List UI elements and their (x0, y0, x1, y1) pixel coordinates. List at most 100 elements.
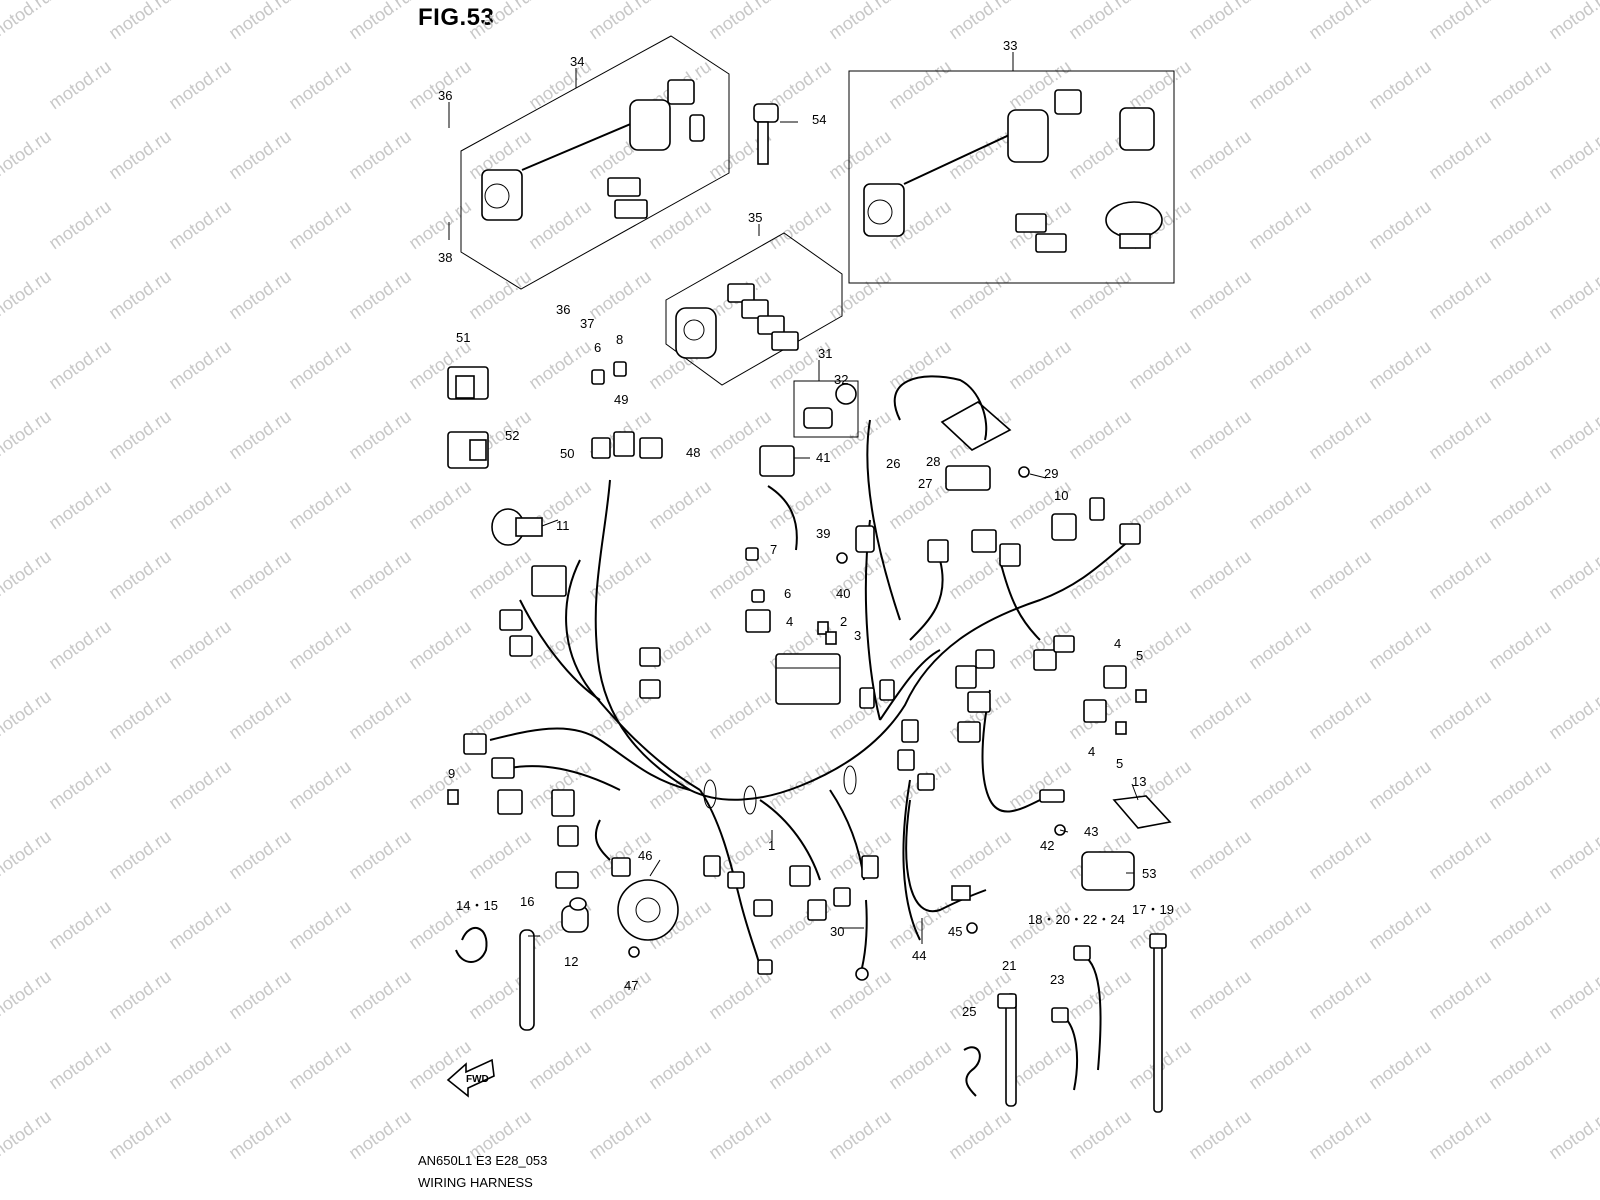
watermark-text: motod.ru (165, 616, 235, 673)
watermark-text: motod.ru (1485, 1036, 1555, 1093)
watermark-text: motod.ru (1125, 56, 1195, 113)
callout-39: 39 (816, 526, 830, 541)
callout-4: 4 (1114, 636, 1121, 651)
watermark-text: motod.ru (1245, 896, 1315, 953)
watermark-text: motod.ru (1185, 826, 1255, 883)
callout-10: 10 (1054, 488, 1068, 503)
watermark-text: motod.ru (0, 406, 55, 463)
watermark-text: motod.ru (1365, 336, 1435, 393)
watermark-text: motod.ru (225, 406, 295, 463)
watermark-text: motod.ru (1425, 406, 1495, 463)
watermark-text: motod.ru (105, 686, 175, 743)
watermark-text: motod.ru (1545, 126, 1600, 183)
watermark-text: motod.ru (1545, 0, 1600, 43)
watermark-text: motod.ru (1485, 616, 1555, 673)
watermark-text: motod.ru (525, 616, 595, 673)
callout-6: 6 (594, 340, 601, 355)
watermark-text: motod.ru (1305, 966, 1375, 1023)
watermark-text: motod.ru (1365, 56, 1435, 113)
watermark-text: motod.ru (1125, 616, 1195, 673)
callout-50: 50 (560, 446, 574, 461)
watermark-text: motod.ru (1365, 896, 1435, 953)
watermark-text: motod.ru (105, 266, 175, 323)
clamp-14-15 (455, 927, 488, 963)
callout-53: 53 (1142, 866, 1156, 881)
watermark-text: motod.ru (105, 826, 175, 883)
watermark-text: motod.ru (105, 406, 175, 463)
callout-43: 43 (1084, 824, 1098, 839)
sensor-12 (561, 897, 589, 933)
watermark-text: motod.ru (1365, 756, 1435, 813)
horn-46 (617, 879, 679, 941)
watermark-text: motod.ru (1245, 336, 1315, 393)
watermark-text: motod.ru (405, 756, 475, 813)
callout-4: 4 (1088, 744, 1095, 759)
watermark-text: motod.ru (1425, 966, 1495, 1023)
watermark-text: motod.ru (1545, 1106, 1600, 1163)
watermark-text: motod.ru (765, 476, 835, 533)
callout-47: 47 (624, 978, 638, 993)
watermark-text: motod.ru (105, 1106, 175, 1163)
watermark-text: motod.ru (1245, 196, 1315, 253)
watermark-text: motod.ru (1545, 826, 1600, 883)
watermark-text: motod.ru (1425, 686, 1495, 743)
callout-3: 3 (854, 628, 861, 643)
fuse-8-top (613, 361, 627, 377)
fuse-6-top (591, 369, 605, 385)
callout-49: 49 (614, 392, 628, 407)
watermark-text: motod.ru (705, 1106, 775, 1163)
watermark-text: motod.ru (465, 0, 535, 43)
watermark-text: motod.ru (645, 1036, 715, 1093)
strap-16 (519, 929, 535, 1031)
watermark-text: motod.ru (405, 56, 475, 113)
leader-lines (448, 52, 1139, 944)
relay-10 (1051, 513, 1077, 541)
watermark-text: motod.ru (0, 126, 55, 183)
watermark-text: motod.ru (165, 56, 235, 113)
screw-29 (1018, 466, 1030, 478)
watermark-text: motod.ru (45, 896, 115, 953)
callout-34: 34 (570, 54, 584, 69)
watermark-text: motod.ru (345, 966, 415, 1023)
watermark-text: motod.ru (225, 686, 295, 743)
watermark-text: motod.ru (165, 196, 235, 253)
watermark-text: motod.ru (225, 126, 295, 183)
callout-44: 44 (912, 948, 926, 963)
connectors-48-50 (591, 431, 663, 459)
watermark-text: motod.ru (45, 616, 115, 673)
watermark-text: motod.ru (1485, 336, 1555, 393)
callout-41: 41 (816, 450, 830, 465)
callout-13: 13 (1132, 774, 1146, 789)
watermark-text: motod.ru (345, 686, 415, 743)
callout-28: 28 (926, 454, 940, 469)
ignition-switch-kit-33 (848, 70, 1175, 284)
figure-code: AN650L1 E3 E28_053 (418, 1153, 548, 1168)
watermark-text: motod.ru (285, 756, 355, 813)
watermark-text: motod.ru (945, 1106, 1015, 1163)
figure-subtitle: WIRING HARNESS (418, 1175, 533, 1190)
watermark-text: motod.ru (705, 686, 775, 743)
callout-27: 27 (918, 476, 932, 491)
watermark-text: motod.ru (1005, 336, 1075, 393)
watermark-text: motod.ru (825, 0, 895, 43)
watermark-text: motod.ru (1365, 1036, 1435, 1093)
callout-14-15: 14・15 (456, 898, 498, 913)
watermark-text: motod.ru (0, 266, 55, 323)
watermark-text: motod.ru (1305, 546, 1375, 603)
watermark-text: motod.ru (1365, 476, 1435, 533)
watermark-text: motod.ru (645, 476, 715, 533)
watermark-text: motod.ru (1185, 126, 1255, 183)
watermark-text: motod.ru (285, 476, 355, 533)
battery-lead-44 (905, 799, 987, 913)
relays-4-fuses (447, 547, 1147, 805)
callout-35: 35 (748, 210, 762, 225)
watermark-text: motod.ru (1485, 896, 1555, 953)
watermark-text: motod.ru (585, 266, 655, 323)
watermark-text: motod.ru (1245, 616, 1315, 673)
callout-11: 11 (556, 518, 570, 533)
watermark-text: motod.ru (1305, 686, 1375, 743)
lead-42-bolt-43 (1039, 789, 1066, 836)
callout-45: 45 (948, 924, 962, 939)
watermark-text: motod.ru (45, 196, 115, 253)
